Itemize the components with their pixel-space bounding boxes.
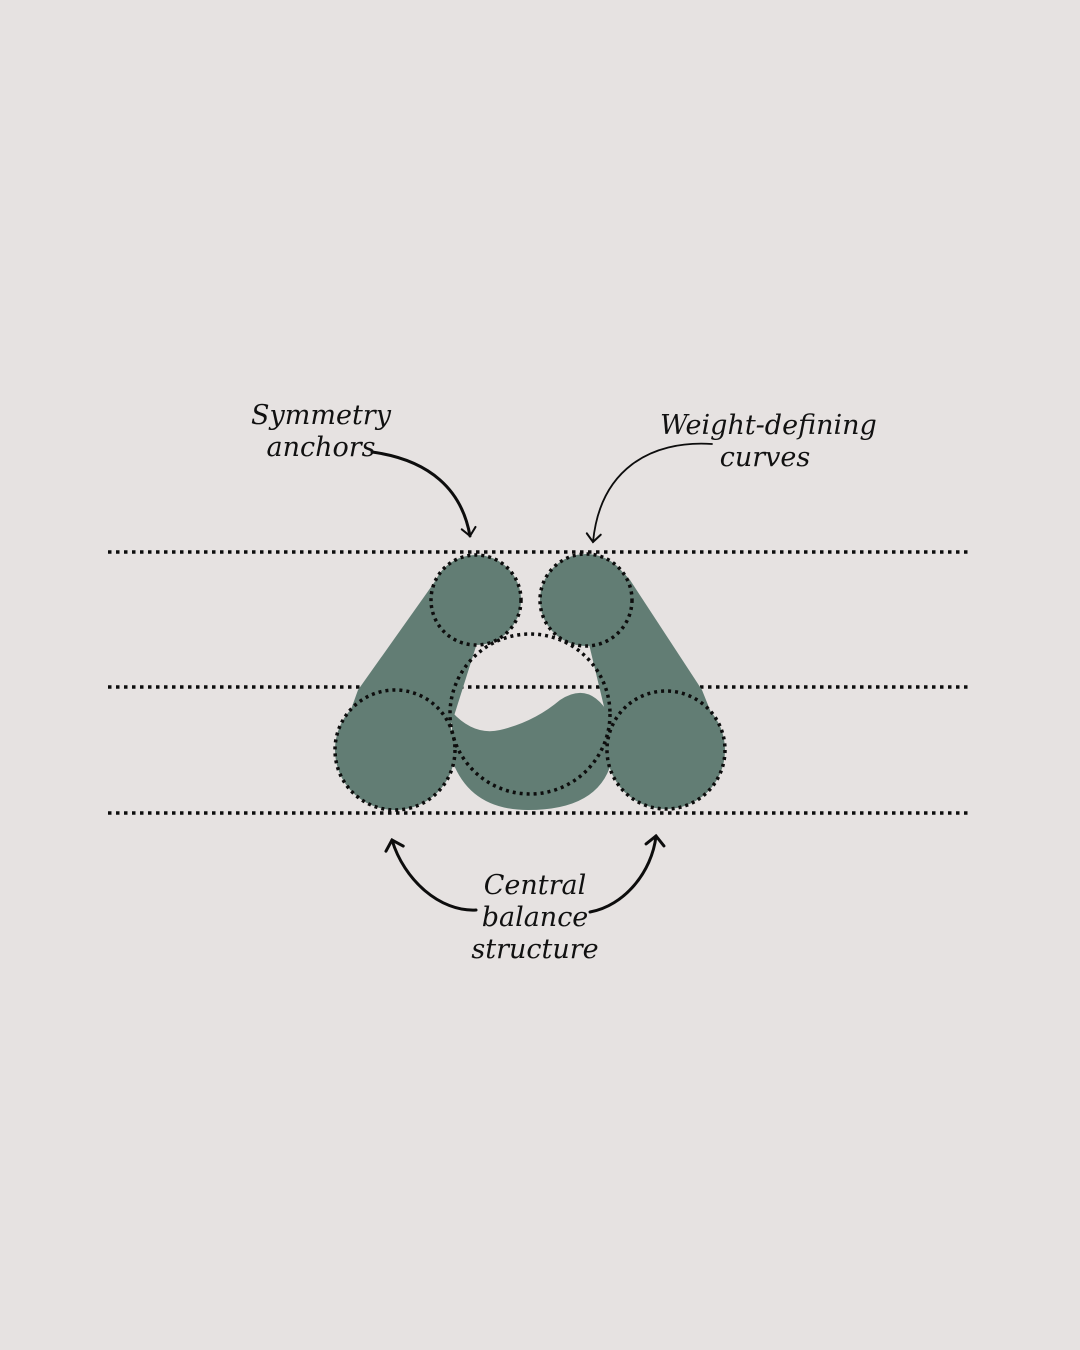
label-central-line3: structure (471, 934, 599, 965)
circle-right-top (538, 552, 634, 648)
label-central-line2: balance (481, 902, 589, 933)
arrow-central-right (588, 833, 666, 914)
annotation-arrows (370, 442, 713, 914)
label-symmetry-anchors: Symmetry anchors (248, 400, 394, 464)
circle-left-bottom (333, 688, 457, 812)
label-central-line1: Central (483, 870, 587, 901)
arrow-symmetry-anchors (370, 450, 477, 538)
label-central-balance-structure: Central balance structure (470, 870, 600, 966)
circle-left-top (429, 553, 523, 647)
arrow-weight-curves (585, 442, 713, 544)
label-symmetry-line1: Symmetry (251, 400, 391, 431)
label-weight-line2: curves (719, 442, 811, 473)
logo-right-top-lobe (540, 554, 632, 646)
label-weight-line1: Weight-defining (660, 410, 877, 441)
arrow-central-left (384, 837, 478, 912)
construction-circles (333, 552, 727, 812)
label-symmetry-line2: anchors (266, 432, 376, 463)
circle-center (448, 632, 612, 796)
logo-mark (335, 554, 725, 810)
label-weight-defining-curves: Weight-defining curves (660, 410, 877, 474)
logo-right-bottom-lobe (607, 691, 725, 809)
logo-left-top-lobe (431, 555, 521, 645)
logo-left-bottom-lobe (335, 690, 455, 810)
circle-right-bottom (605, 689, 727, 811)
logo-central-wave (452, 692, 612, 810)
